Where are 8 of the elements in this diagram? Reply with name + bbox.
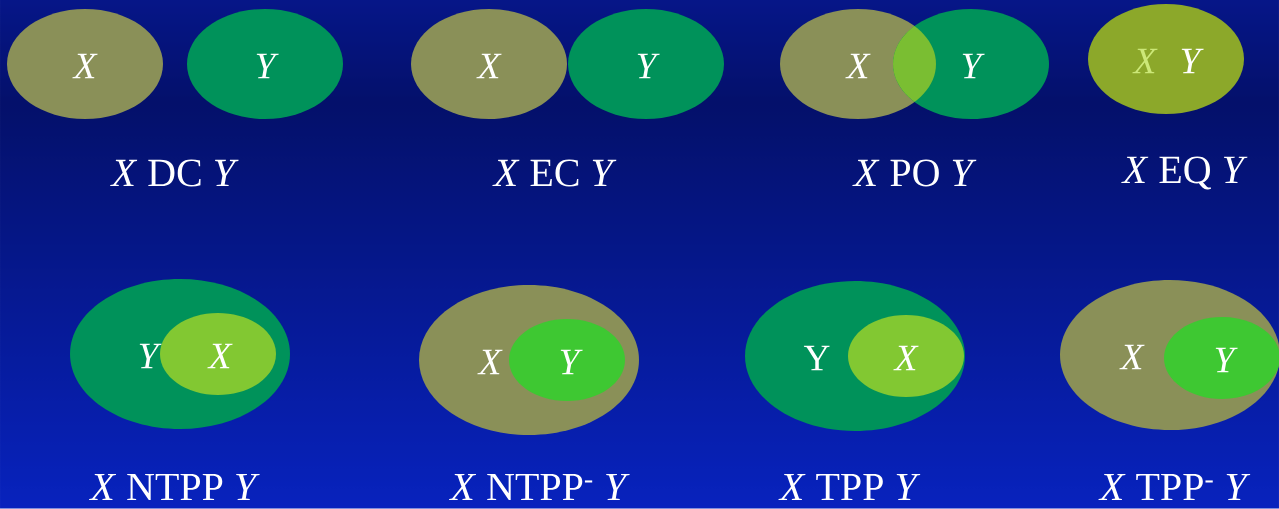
relation-label: X NTPP Y [89,473,260,501]
relation-label: X NTPP$^{-}$ Y [449,473,630,501]
relation-label: X DC Y [110,159,239,187]
relation-label: X TPP Y [778,473,921,501]
relation-label: X EQ Y [1121,156,1248,190]
relation-label: X TPP$^{-}$ Y [1098,473,1251,501]
relation-label: X PO Y [852,159,977,187]
relation-label: X EC Y [492,159,617,187]
